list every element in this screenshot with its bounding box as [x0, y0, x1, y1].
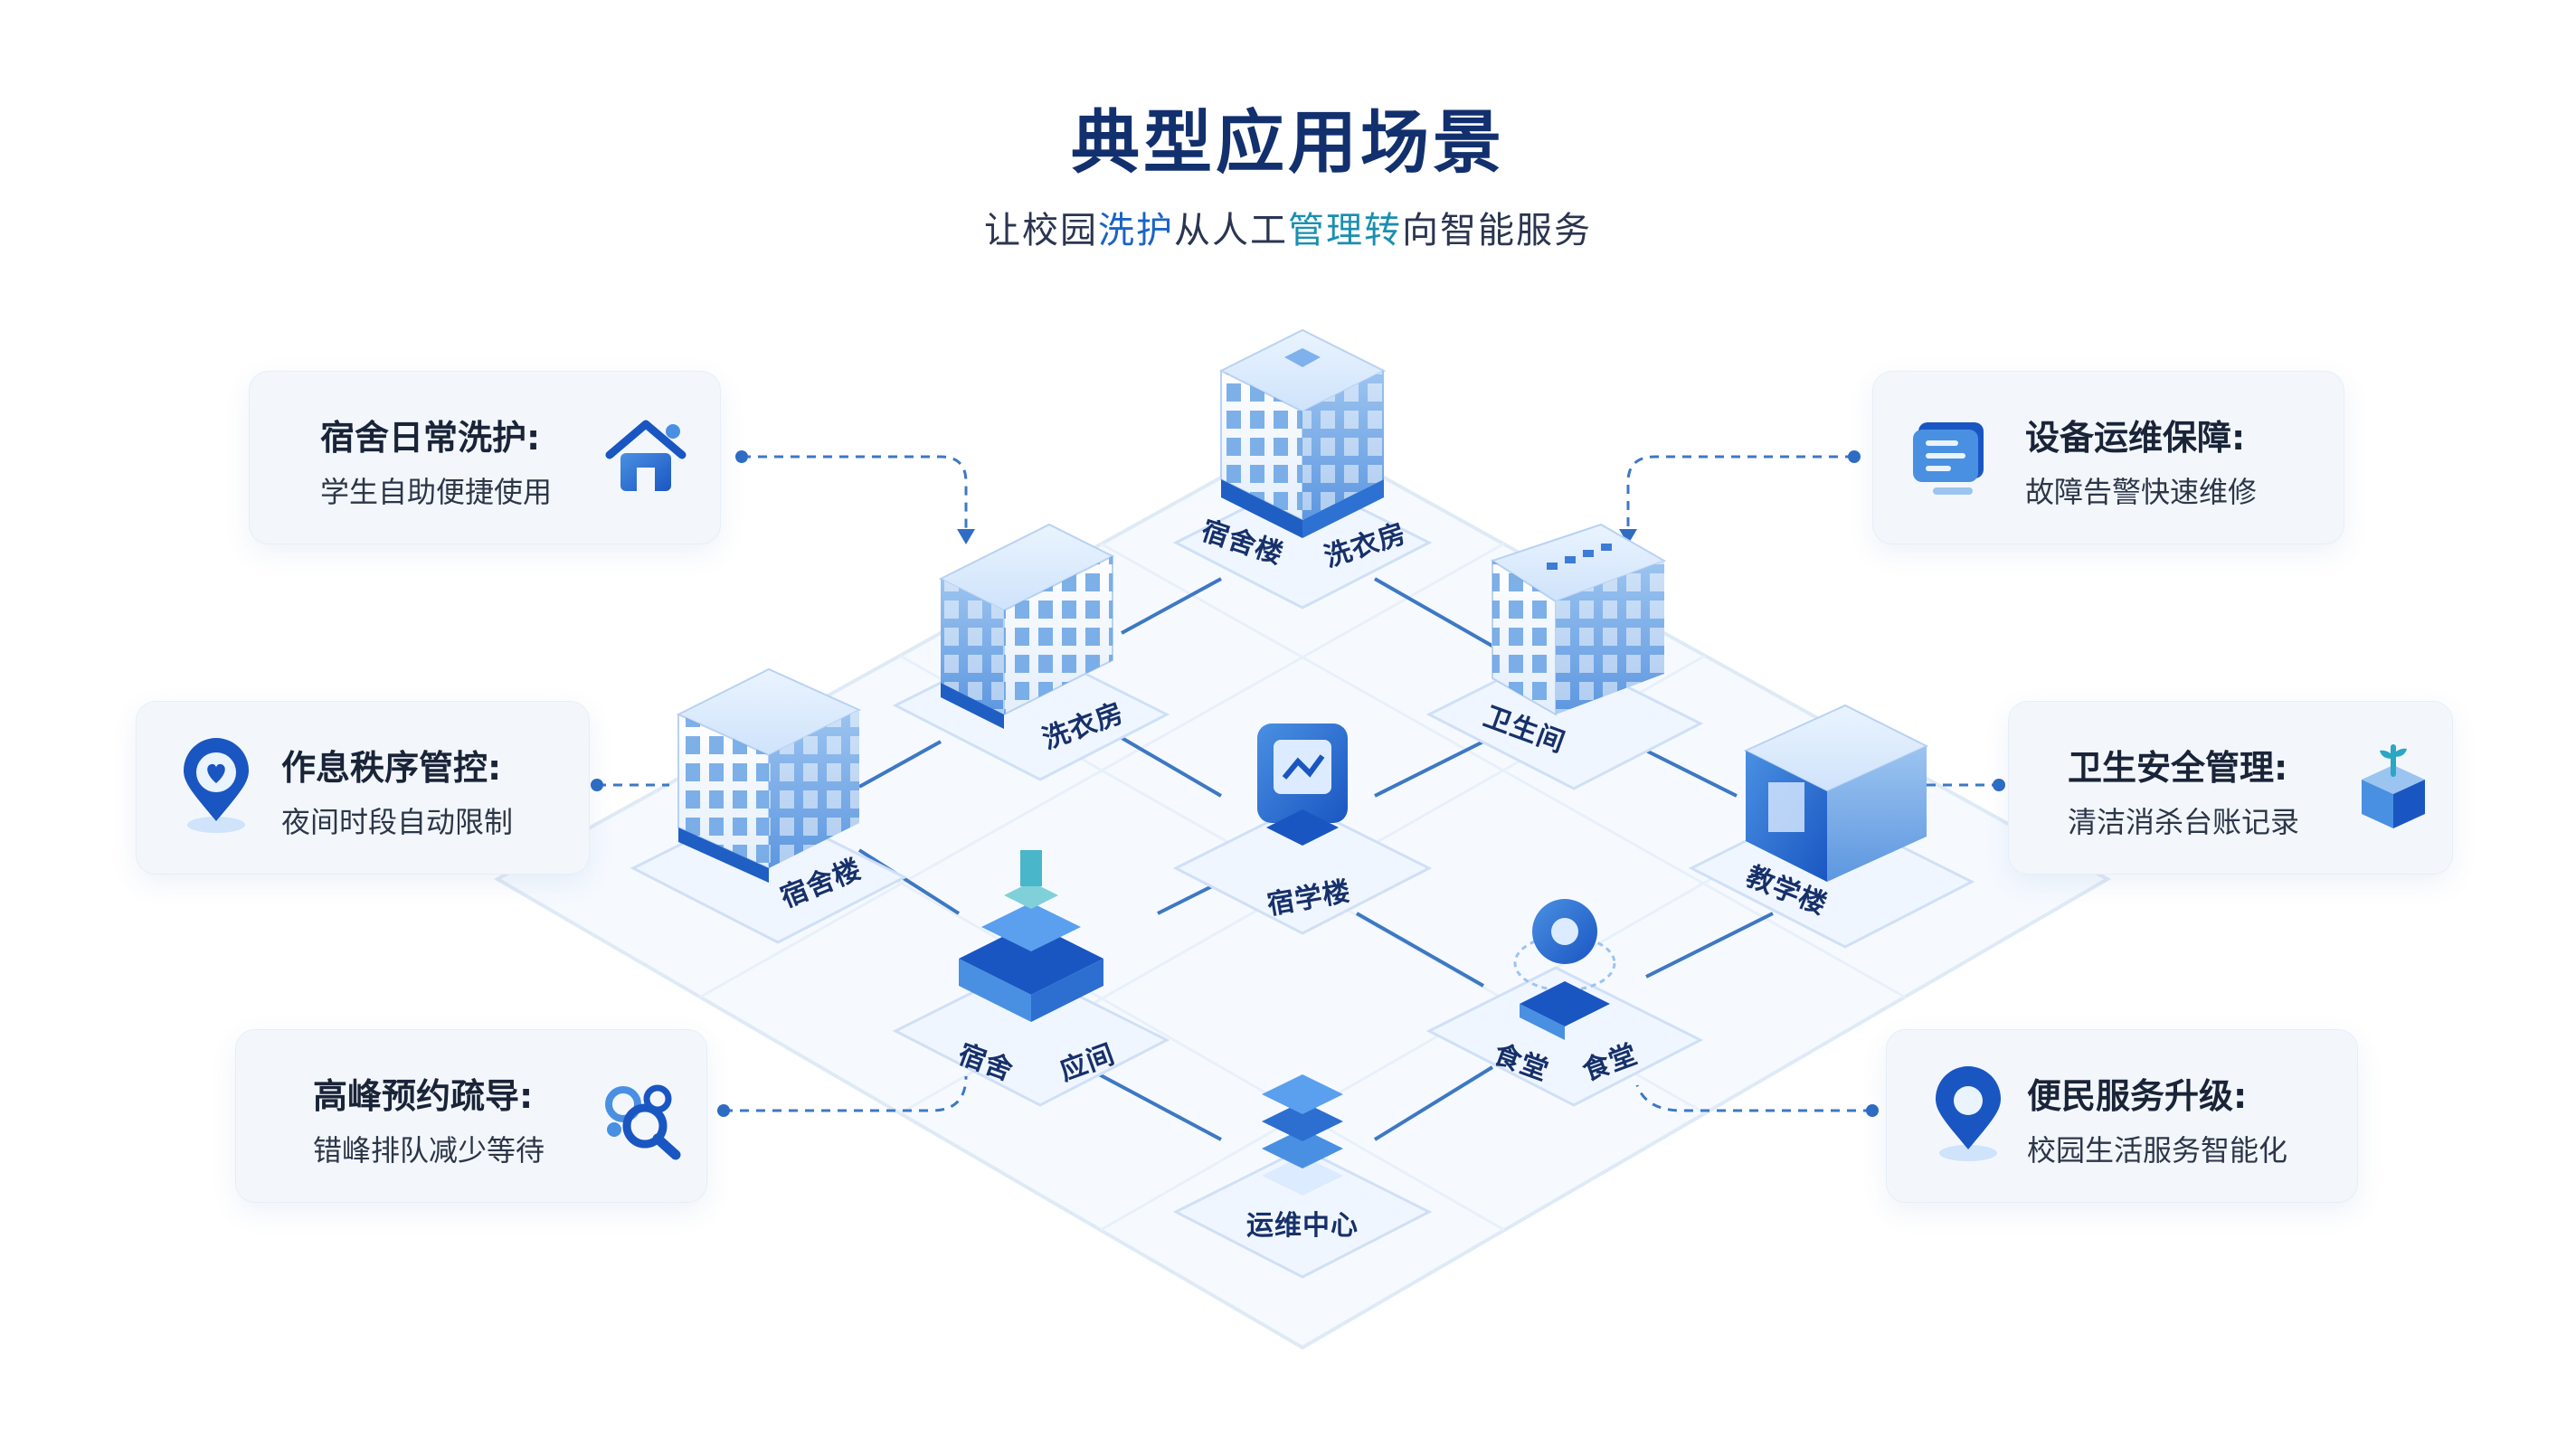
building-stack — [892, 850, 1170, 1107]
card-desc: 校园生活服务智能化 — [2027, 1133, 2288, 1168]
card-title: 高峰预约疏导: — [313, 1076, 534, 1116]
building-center — [1172, 724, 1433, 935]
building-ops-center — [1172, 1074, 1433, 1279]
page-title: 典型应用场景 — [1071, 102, 1505, 183]
card-convenience-upgrade: 便民服务升级: 校园生活服务智能化 — [1886, 1029, 2358, 1203]
house-icon — [605, 420, 687, 491]
location-pin-icon — [1936, 1066, 2001, 1161]
building-toilet — [1425, 523, 1704, 790]
page-subtitle: 让校园洗护从人工管理转向智能服务 — [984, 210, 1592, 251]
building-laundry — [892, 523, 1170, 781]
card-title: 设备运维保障: — [2025, 418, 2246, 458]
connector-dots — [591, 450, 2005, 1117]
card-title: 宿舍日常洗护: — [320, 418, 541, 458]
building-teaching — [1688, 704, 1975, 949]
card-title: 作息秩序管控: — [281, 748, 502, 788]
card-hygiene-safety: 卫生安全管理: 清洁消杀台账记录 — [2008, 701, 2453, 875]
card-equipment-maintenance: 设备运维保障: 故障告警快速维修 — [1872, 371, 2344, 544]
card-desc: 故障告警快速维修 — [2025, 475, 2258, 509]
card-title: 便民服务升级: — [2027, 1076, 2248, 1116]
label-ops: 运维中心 — [1246, 1210, 1359, 1242]
card-desc: 错峰排队减少等待 — [313, 1133, 545, 1168]
card-schedule-control: 作息秩序管控: 夜间时段自动限制 — [136, 701, 590, 875]
network-lines — [857, 577, 1774, 1141]
building-dorm — [630, 667, 908, 944]
card-dorm-laundry: 宿舍日常洗护: 学生自助便捷使用 — [249, 371, 721, 544]
card-peak-booking: 高峰预约疏导: 错峰排队减少等待 — [235, 1029, 707, 1203]
card-desc: 夜间时段自动限制 — [281, 805, 514, 839]
monitor-icon — [1913, 422, 1984, 495]
box-sprout-icon — [2362, 744, 2425, 828]
card-title: 卫生安全管理: — [2068, 748, 2288, 788]
heart-location-icon — [184, 738, 249, 833]
search-people-icon — [605, 1084, 681, 1160]
building-dorm-laundry-tower — [1172, 328, 1433, 610]
dashed-connectors — [597, 455, 1999, 1112]
card-desc: 学生自助便捷使用 — [320, 475, 553, 509]
building-canteen — [1425, 899, 1704, 1107]
card-desc: 清洁消杀台账记录 — [2068, 805, 2300, 839]
